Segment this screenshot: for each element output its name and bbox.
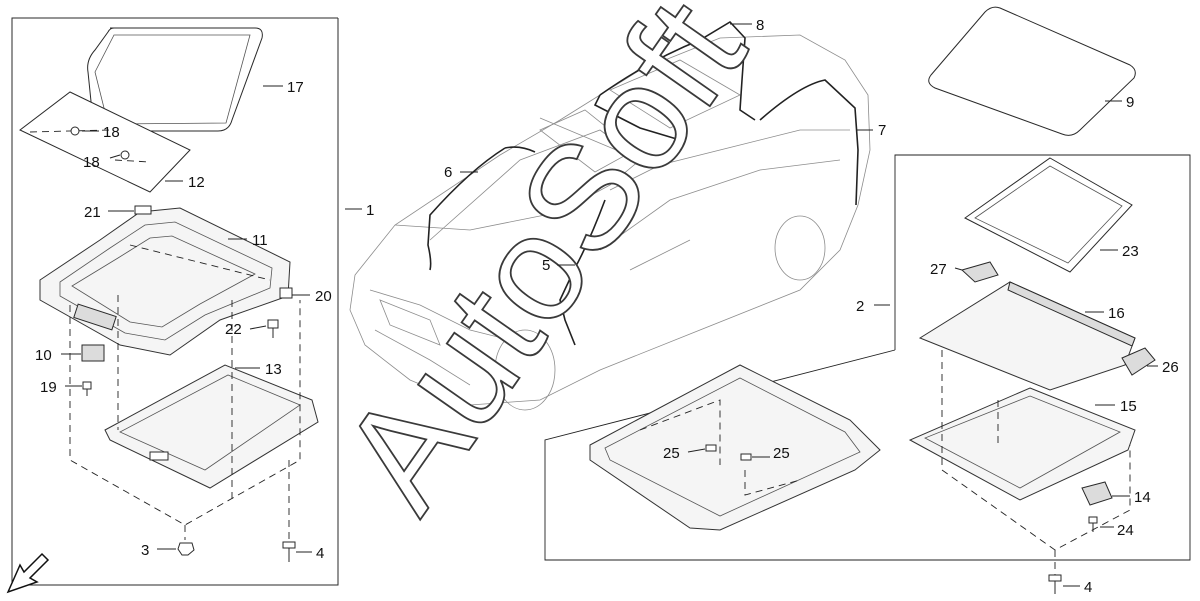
callout-25a: 25 bbox=[663, 445, 680, 462]
drain-hose-7 bbox=[759, 79, 859, 206]
callout-11: 11 bbox=[252, 232, 268, 249]
callout-24: 24 bbox=[1117, 522, 1134, 539]
callout-16: 16 bbox=[1108, 305, 1125, 322]
nut-3 bbox=[177, 542, 195, 556]
screw-24-head bbox=[1088, 516, 1098, 524]
callout-17: 17 bbox=[287, 79, 304, 96]
vehicle-windshield-base bbox=[394, 117, 641, 231]
bracket-14 bbox=[1081, 481, 1113, 506]
bolt-4b-head bbox=[1048, 574, 1062, 582]
callout-20: 20 bbox=[315, 288, 332, 305]
dash-diagonal bbox=[129, 244, 271, 281]
sunshade-13-handle bbox=[149, 451, 169, 461]
callout-26: 26 bbox=[1162, 359, 1179, 376]
bolt-22-head bbox=[267, 319, 279, 329]
glass-panel-17-inner bbox=[94, 34, 251, 125]
vehicle-grille bbox=[379, 299, 441, 346]
screw-19-head bbox=[82, 381, 92, 390]
vehicle-window-line bbox=[609, 129, 850, 191]
drain-hose-6-top bbox=[504, 146, 536, 153]
assembly-1-dash-box bbox=[69, 300, 301, 526]
callout-25b: 25 bbox=[773, 445, 790, 462]
bracket-27 bbox=[961, 261, 999, 283]
sunroof-frame-11-opening bbox=[71, 235, 256, 328]
plate-12-dash bbox=[29, 129, 111, 133]
screw-18a-head bbox=[70, 126, 80, 136]
roof-frame-tray-inner bbox=[604, 377, 861, 517]
vehicle-front-sunroof bbox=[539, 109, 636, 173]
callout-10: 10 bbox=[35, 347, 52, 364]
plate-12-dash-2 bbox=[114, 159, 151, 163]
callout-4b: 4 bbox=[1084, 579, 1092, 596]
assembly-2-group: 9 2 23 27 16 26 15 14 24 bbox=[544, 6, 1191, 596]
callout-22: 22 bbox=[225, 321, 242, 338]
glass-panel-23 bbox=[964, 157, 1133, 273]
callout-2: 2 bbox=[856, 298, 864, 315]
vehicle-bumper bbox=[374, 329, 471, 386]
tray-dash-b bbox=[744, 470, 801, 496]
callout-23: 23 bbox=[1122, 243, 1139, 260]
drain-hose-8b bbox=[593, 94, 681, 141]
assembly-1-group: 17 18 18 12 21 11 20 22 10 19 13 3 4 1 bbox=[11, 17, 374, 586]
roof-frame-tray bbox=[589, 364, 881, 531]
sunshade-16-rail bbox=[1007, 281, 1136, 347]
bracket-21 bbox=[134, 205, 152, 215]
callout-19: 19 bbox=[40, 379, 57, 396]
callout-1: 1 bbox=[366, 202, 374, 219]
callout-8: 8 bbox=[756, 17, 764, 34]
screw-18b-head bbox=[120, 150, 130, 160]
callout-14: 14 bbox=[1134, 489, 1151, 506]
vehicle-hood-line bbox=[369, 289, 531, 346]
screw-25b-head bbox=[740, 453, 752, 461]
vehicle-rear-wheel bbox=[774, 215, 826, 281]
front-direction-arrow-icon bbox=[6, 552, 50, 594]
vehicle-rear-sunroof bbox=[609, 59, 741, 129]
callout-21: 21 bbox=[84, 204, 101, 221]
callout-18a: 18 bbox=[103, 124, 120, 141]
bolt-4a-head bbox=[282, 541, 296, 549]
glass-panel-23-inner bbox=[974, 165, 1123, 264]
bracket-10 bbox=[81, 344, 105, 362]
vehicle-side-line bbox=[599, 159, 841, 251]
callout-18b: 18 bbox=[83, 154, 100, 171]
leader-25a bbox=[687, 448, 706, 453]
callout-5: 5 bbox=[542, 257, 550, 274]
callout-15: 15 bbox=[1120, 398, 1137, 415]
callout-6: 6 bbox=[444, 164, 452, 181]
sunroof-frame-15 bbox=[908, 387, 1136, 501]
vehicle-front-wheel bbox=[494, 329, 556, 411]
motor-26 bbox=[1121, 347, 1156, 376]
callout-13: 13 bbox=[265, 361, 282, 378]
drain-hose-6 bbox=[427, 147, 506, 271]
vehicle-door-handle bbox=[629, 239, 691, 271]
frame-11-motor bbox=[73, 303, 117, 331]
vehicle-body bbox=[349, 34, 871, 406]
tray-dash-a bbox=[639, 399, 721, 465]
glass-panel-9 bbox=[928, 6, 1136, 136]
callout-27: 27 bbox=[930, 261, 947, 278]
sunroof-frame-15-inner bbox=[924, 395, 1121, 489]
sunroof-frame-11 bbox=[39, 207, 291, 356]
assembly-2-bracket bbox=[544, 154, 1191, 561]
screw-25a-head bbox=[705, 444, 717, 452]
callout-3: 3 bbox=[141, 542, 149, 559]
callout-4a: 4 bbox=[316, 545, 324, 562]
bracket-20 bbox=[279, 287, 293, 299]
leader-22 bbox=[249, 325, 267, 330]
drain-hose-5 bbox=[559, 199, 606, 346]
callout-7: 7 bbox=[878, 122, 886, 139]
callout-12: 12 bbox=[188, 174, 205, 191]
leader-18b bbox=[109, 154, 121, 159]
callout-9: 9 bbox=[1126, 94, 1134, 111]
drain-hose-8 bbox=[599, 20, 756, 121]
leader-27 bbox=[954, 267, 963, 271]
plate-12 bbox=[19, 91, 191, 193]
